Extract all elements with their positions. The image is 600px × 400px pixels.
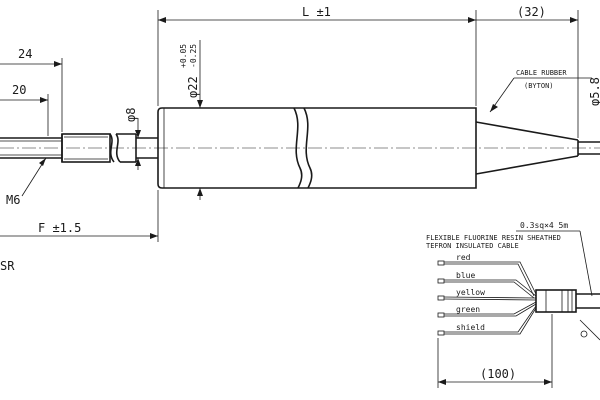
dim-32 xyxy=(476,10,579,138)
dim-l-label: L ±1 xyxy=(302,5,331,19)
cable-desc-line1: FLEXIBLE FLUORINE RESIN SHEATHED xyxy=(426,234,561,242)
thread-section xyxy=(61,133,111,163)
wire-label-green: green xyxy=(456,305,480,314)
wire-bundle xyxy=(437,230,600,341)
cable-rubber-leader xyxy=(489,77,592,113)
dim-phi22-label: φ22 xyxy=(186,76,200,98)
dim-20-label: 20 xyxy=(12,83,26,97)
break-section xyxy=(109,133,158,163)
left-edge-fragment: SR xyxy=(0,259,15,273)
cable-rubber-label: CABLE RUBBER xyxy=(516,69,567,77)
dim-phi8 xyxy=(135,118,141,170)
wire-label-yellow: yellow xyxy=(456,288,485,297)
sensor-body xyxy=(157,107,477,189)
cable-rubber xyxy=(475,121,600,175)
dim-100-label: (100) xyxy=(480,367,516,381)
cable-desc-line2: TEFRON INSULATED CABLE xyxy=(426,242,519,250)
dim-32-label: (32) xyxy=(517,5,546,19)
cable-rubber-material-label: (BYTON) xyxy=(524,82,554,90)
dim-phi-right-label: φ5.8 xyxy=(588,77,600,106)
dim-24 xyxy=(0,58,63,132)
wire-ends xyxy=(437,260,445,336)
dim-20 xyxy=(0,94,49,136)
dim-100 xyxy=(437,314,553,388)
wire-label-shield: shield xyxy=(456,323,485,332)
dim-phi8-label: φ8 xyxy=(124,108,138,122)
dim-24-label: 24 xyxy=(18,47,32,61)
dim-l xyxy=(157,10,477,106)
dim-phi22-tol-upper: +0.05 xyxy=(179,44,188,68)
wire-label-red: red xyxy=(456,253,471,262)
dim-phi22-tol-lower: -0.25 xyxy=(189,44,198,68)
dim-f-label: F ±1.5 xyxy=(38,221,81,235)
m6-leader xyxy=(21,157,47,197)
wire-label-blue: blue xyxy=(456,271,475,280)
thread-label: M6 xyxy=(6,193,20,207)
wire-spec-label: 0.3sq×4 5m xyxy=(520,221,568,230)
dim-phi22 xyxy=(197,40,203,200)
dim-f xyxy=(0,190,159,242)
